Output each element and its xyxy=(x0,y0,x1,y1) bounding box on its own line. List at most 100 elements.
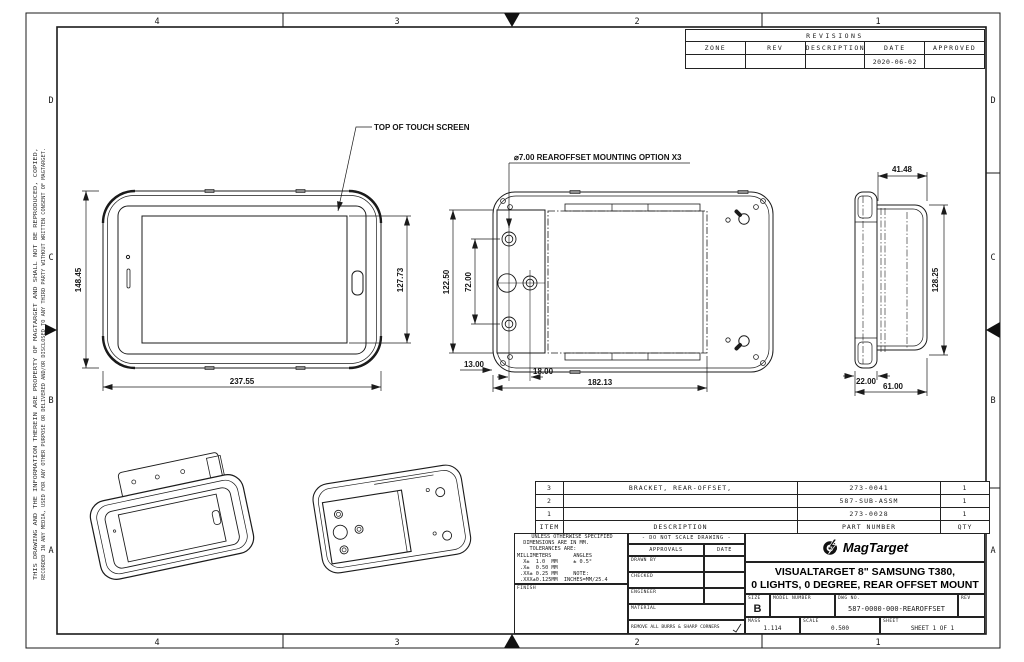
dim-front-width: 237.55 xyxy=(230,377,255,386)
dim-rear-width: 182.13 xyxy=(588,378,613,387)
tolerance-line: MILLIMETERS ANGLES xyxy=(517,552,592,559)
date-label: DATE xyxy=(717,547,732,553)
parts-row: 3 BRACKET, REAR-OFFSET, 273-0041 1 xyxy=(535,481,990,495)
zone-top-1: 1 xyxy=(875,17,880,27)
top-center-marker xyxy=(504,13,520,27)
parts-col-item: ITEM xyxy=(535,520,564,534)
rev-description xyxy=(804,54,866,69)
zone-top-2: 2 xyxy=(634,17,639,27)
dim-front-height: 148.45 xyxy=(74,267,83,292)
front-dimensions xyxy=(82,126,411,391)
drawn-by-label: DRAWN BY xyxy=(631,558,657,563)
tolerance-box: UNLESS OTHERWISE SPECIFIED DIMENSIONS AR… xyxy=(514,533,628,584)
dwg-no-cell: DWG NO. 587-0000-000-REAROFFSET xyxy=(835,594,958,617)
zone-left-a: A xyxy=(48,546,53,556)
rev-col-description: DESCRIPTION xyxy=(804,41,866,55)
part-description xyxy=(563,507,798,521)
checked-date-cell xyxy=(704,572,745,588)
burrs-note: REMOVE ALL BURRS & SHARP CORNERS xyxy=(631,625,720,630)
approvals-label: APPROVALS xyxy=(649,547,683,553)
tolerance-line: .XXX±0.125MM INCHES=MM/25.4 xyxy=(517,577,608,584)
sheet-cell: SHEET SHEET 1 OF 1 xyxy=(880,617,985,634)
surface-finish-icon xyxy=(732,623,742,633)
dim-side-front: 22.00 xyxy=(856,377,877,386)
part-item: 3 xyxy=(535,481,564,495)
right-center-marker xyxy=(986,322,1000,338)
scale-value: 0.500 xyxy=(830,625,850,632)
part-number: 273-0028 xyxy=(797,507,941,521)
front-speaker-slot xyxy=(126,268,131,289)
scale-label: SCALE xyxy=(803,619,819,624)
parts-col-part-number: PART NUMBER xyxy=(797,520,941,534)
material-cell: MATERIAL xyxy=(628,604,745,620)
date-header: DATE xyxy=(704,544,745,556)
parts-col-description: DESCRIPTION xyxy=(563,520,798,534)
size-label: SIZE xyxy=(748,596,761,601)
rev-col-approved: APPROVED xyxy=(924,41,985,55)
part-number: 587-SUB-ASSM xyxy=(797,494,941,508)
rear-dimensions xyxy=(449,162,708,392)
proprietary-line1: THIS DRAWING AND THE INFORMATION THEREIN… xyxy=(33,148,39,580)
rev-col-zone: ZONE xyxy=(685,41,746,55)
zone-labels: 4 3 2 1 4 3 2 1 D C B A D C B A xyxy=(48,17,995,648)
zone-left-b: B xyxy=(48,396,53,406)
dim-rear-height: 122.50 xyxy=(442,269,451,294)
dwg-no-value: 587-0000-000-REAROFFSET xyxy=(848,605,945,613)
touch-screen-label: TOP OF TOUCH SCREEN xyxy=(374,123,470,132)
rev-col-rev: REV xyxy=(744,41,806,55)
zone-right-a: A xyxy=(990,546,995,556)
part-item: 2 xyxy=(535,494,564,508)
zone-bottom-2: 2 xyxy=(634,638,639,648)
size-cell: SIZE B xyxy=(745,594,770,617)
tolerance-line: .XX± 0.25 MM NOTE: xyxy=(517,571,589,578)
bottom-center-marker xyxy=(504,634,520,648)
drawing-title-line2: 0 LIGHTS, 0 DEGREE, REAR OFFSET MOUNT xyxy=(751,579,979,591)
mounting-option-callout: ⌀7.00 REAROFFSET MOUNTING OPTION X3 xyxy=(514,153,682,162)
approvals-header: APPROVALS xyxy=(628,544,704,556)
dim-front-screen-height: 127.73 xyxy=(396,267,405,292)
tolerance-line: TOLERANCES ARE: xyxy=(517,546,577,553)
revision-row: 2020-06-02 xyxy=(685,54,985,69)
dim-side-top: 41.48 xyxy=(892,165,913,174)
material-label: MATERIAL xyxy=(631,606,657,611)
dim-side-total: 61.00 xyxy=(883,382,904,391)
zone-top-3: 3 xyxy=(394,17,399,27)
dim-rear-offset1: 13.00 xyxy=(464,360,485,369)
front-view xyxy=(101,189,383,370)
proprietary-note: THIS DRAWING AND THE INFORMATION THEREIN… xyxy=(33,148,47,580)
rev-rev xyxy=(744,54,806,69)
burrs-note-cell: REMOVE ALL BURRS & SHARP CORNERS xyxy=(628,620,745,634)
part-qty: 1 xyxy=(940,494,990,508)
part-number: 273-0041 xyxy=(797,481,941,495)
iso-rear-view xyxy=(312,464,472,574)
mass-cell: MASS 1.114 xyxy=(745,617,800,634)
zone-top-4: 4 xyxy=(154,17,159,27)
parts-col-qty: QTY xyxy=(940,520,990,534)
parts-list-table: 3 BRACKET, REAR-OFFSET, 273-0041 1 2 587… xyxy=(535,481,990,534)
company-name: MagTarget xyxy=(842,540,909,555)
center-markers xyxy=(45,13,1000,648)
drawn-by-cell: DRAWN BY xyxy=(628,556,704,572)
drawing-title-line1: VISUALTARGET 8" SAMSUNG T380, xyxy=(774,566,956,578)
front-home-button xyxy=(351,270,364,296)
tolerance-line: .X± 0.50 MM xyxy=(517,565,558,572)
zone-bottom-3: 3 xyxy=(394,638,399,648)
dwg-no-label: DWG NO. xyxy=(838,596,861,601)
tolerance-line: X± 1.0 MM ± 0.5° xyxy=(517,558,592,565)
checked-cell: CHECKED xyxy=(628,572,704,588)
parts-header-row: ITEM DESCRIPTION PART NUMBER QTY xyxy=(535,520,990,534)
dim-side-height: 128.25 xyxy=(931,267,940,292)
part-qty: 1 xyxy=(940,507,990,521)
left-center-marker xyxy=(45,324,57,336)
sheet-label: SHEET xyxy=(883,619,899,624)
drawing-title-box: VISUALTARGET 8" SAMSUNG T380, 0 LIGHTS, … xyxy=(745,562,985,594)
rev-zone xyxy=(685,54,746,69)
company-logo-box: MagTarget xyxy=(745,533,985,562)
zone-left-c: C xyxy=(48,253,53,263)
rev-date: 2020-06-02 xyxy=(864,54,926,69)
front-camera-dot xyxy=(125,254,131,260)
proprietary-line2: RECORDED IN ANY MEDIA, USED FOR ANY OTHE… xyxy=(41,148,47,580)
rev-cell: REV xyxy=(958,594,985,617)
checked-label: CHECKED xyxy=(631,574,654,579)
